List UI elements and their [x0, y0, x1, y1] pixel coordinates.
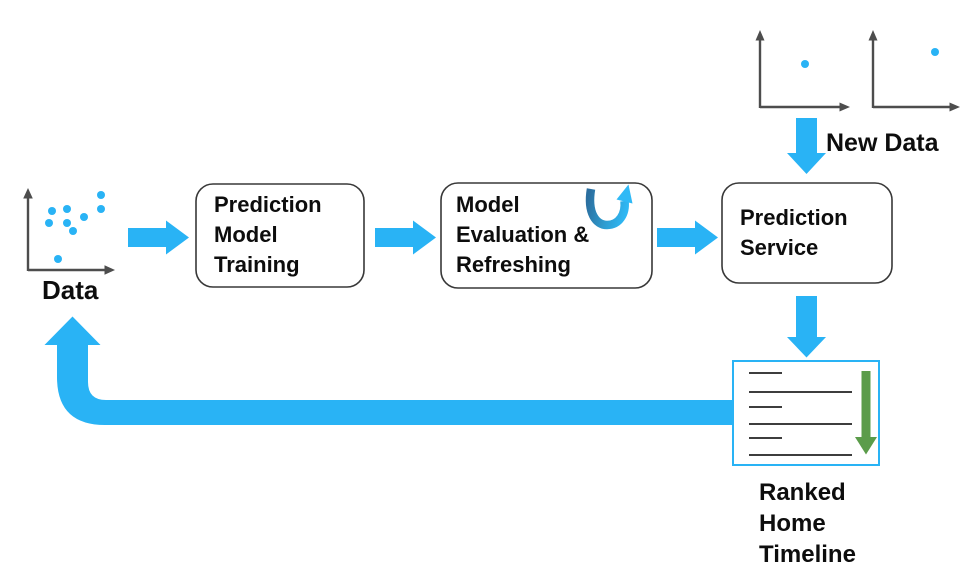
axis-arrowhead-right	[949, 102, 960, 112]
scatter-dot	[97, 191, 105, 199]
timeline-node-label-line: Timeline	[759, 541, 856, 568]
ranked-list-frame	[732, 360, 880, 466]
timeline-node-label: Ranked Home Timeline	[759, 477, 856, 570]
rank-order-arrow-stem	[861, 371, 871, 437]
axis-arrowhead-right	[104, 265, 115, 275]
service-box	[721, 182, 893, 284]
scatter-dot	[931, 48, 939, 56]
axis-arrowhead-up	[868, 30, 878, 41]
new-data-plot-left-icon	[755, 30, 850, 112]
scatter-plot-icon	[23, 188, 115, 275]
evaluation-box-label: Model Evaluation & Refreshing	[456, 190, 589, 280]
scatter-dot	[45, 219, 53, 227]
training-box	[195, 183, 365, 288]
scatter-dot	[48, 207, 56, 215]
refresh-arrow-curve	[585, 188, 629, 230]
scatter-dot	[69, 227, 77, 235]
scatter-dot	[801, 60, 809, 68]
list-lines	[749, 372, 852, 456]
arrow-training-to-evaluation	[375, 220, 436, 255]
timeline-node-label-line: Home	[759, 510, 826, 537]
scatter-dot	[63, 205, 71, 213]
training-box-label: Prediction Model Training	[214, 190, 322, 280]
data-node-label: Data	[42, 275, 99, 305]
axes-lines	[871, 38, 952, 109]
new-data-label: New Data	[826, 129, 939, 157]
axis-arrowhead-up	[755, 30, 765, 41]
axis-arrowhead-up	[23, 188, 33, 199]
arrow-newdata-to-service	[787, 118, 826, 174]
service-box-label-line: Prediction	[740, 205, 848, 230]
rank-order-arrowhead	[855, 437, 877, 455]
scatter-dot	[97, 205, 105, 213]
refresh-arrowhead	[616, 184, 633, 204]
training-box-label-line: Model	[214, 222, 278, 247]
scatter-dot	[54, 255, 62, 263]
refresh-arrow-icon	[585, 184, 633, 230]
timeline-node-label-line: Ranked	[759, 479, 846, 506]
feedback-loop-arrow	[44, 316, 732, 425]
evaluation-box-label-line: Evaluation &	[456, 222, 590, 247]
service-box-label: Prediction Service	[740, 203, 848, 263]
service-box-label-line: Service	[740, 235, 819, 260]
training-box-label-line: Prediction	[214, 192, 322, 217]
axes-lines	[758, 38, 842, 109]
evaluation-box-label-line: Model	[456, 192, 520, 217]
evaluation-box-label-line: Refreshing	[456, 252, 571, 277]
axes-lines	[26, 196, 106, 272]
new-data-plot-right-icon	[868, 30, 960, 112]
training-box-label-line: Training	[214, 252, 300, 277]
ranked-list-icon	[732, 360, 880, 466]
axis-arrowhead-right	[839, 102, 850, 112]
evaluation-box	[440, 182, 653, 289]
arrow-data-to-training	[128, 220, 189, 255]
arrow-service-to-timeline	[787, 296, 826, 358]
scatter-dot	[63, 219, 71, 227]
arrow-evaluation-to-service	[657, 220, 718, 255]
scatter-dot	[80, 213, 88, 221]
